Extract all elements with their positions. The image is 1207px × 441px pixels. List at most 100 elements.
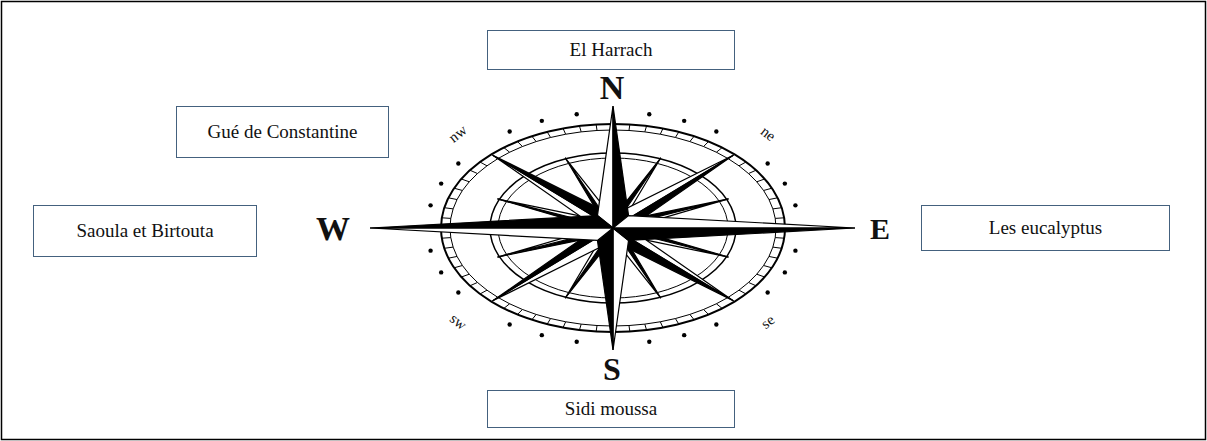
compass-rose-figure bbox=[370, 106, 855, 350]
compass-tick bbox=[579, 324, 581, 330]
compass-tick bbox=[690, 314, 694, 319]
compass-dot bbox=[540, 119, 544, 123]
compass-tick bbox=[470, 170, 477, 173]
compass-tick bbox=[480, 290, 487, 294]
compass-dot bbox=[507, 129, 511, 133]
intercardinal-label: se bbox=[757, 311, 779, 333]
compass-tick bbox=[628, 125, 630, 131]
cardinal-letter: E bbox=[868, 214, 892, 244]
compass-tick bbox=[773, 247, 782, 248]
compass-tick bbox=[444, 208, 453, 209]
place-name: El Harrach bbox=[570, 39, 653, 61]
compass-dot bbox=[793, 203, 797, 207]
compass-tick bbox=[757, 274, 765, 277]
compass-dot bbox=[765, 161, 769, 165]
compass-tick bbox=[769, 198, 778, 200]
compass-dot bbox=[765, 290, 769, 294]
cardinal-letter: W bbox=[314, 212, 352, 246]
compass-tick bbox=[448, 256, 457, 258]
star-point bbox=[597, 228, 613, 350]
compass-tick bbox=[454, 266, 462, 268]
compass-dot bbox=[647, 112, 651, 116]
compass-tick bbox=[454, 188, 462, 190]
compass-tick bbox=[547, 319, 550, 325]
compass-tick bbox=[675, 319, 678, 325]
compass-dot bbox=[647, 340, 651, 344]
compass-tick bbox=[547, 132, 550, 138]
compass-tick bbox=[749, 282, 756, 285]
star-point bbox=[370, 228, 613, 240]
compass-tick bbox=[579, 126, 581, 132]
compass-tick bbox=[448, 198, 457, 200]
compass-tick bbox=[660, 322, 663, 328]
compass-tick bbox=[563, 322, 566, 328]
star-point bbox=[597, 106, 613, 228]
cardinal-letter: S bbox=[601, 353, 623, 385]
compass-dot bbox=[439, 181, 443, 185]
compass-tick bbox=[504, 304, 510, 309]
compass-dot bbox=[540, 333, 544, 337]
place-name: Saoula et Birtouta bbox=[76, 220, 213, 242]
star-point bbox=[613, 106, 629, 228]
compass-tick bbox=[769, 256, 778, 258]
place-name: Sidi moussa bbox=[565, 398, 657, 420]
place-box: Gué de Constantine bbox=[176, 106, 389, 158]
place-name: Gué de Constantine bbox=[208, 121, 358, 143]
place-box: El Harrach bbox=[487, 30, 735, 70]
place-box: Sidi moussa bbox=[487, 390, 735, 428]
compass-tick bbox=[739, 162, 746, 166]
compass-tick bbox=[470, 282, 477, 285]
compass-tick bbox=[660, 128, 663, 134]
compass-tick bbox=[442, 217, 451, 219]
star-point bbox=[613, 216, 855, 228]
compass-tick bbox=[532, 314, 536, 319]
star-point bbox=[370, 216, 613, 228]
star-point bbox=[613, 228, 629, 350]
compass-dot bbox=[575, 112, 579, 116]
compass-tick bbox=[739, 290, 746, 294]
compass-dot bbox=[456, 161, 460, 165]
intercardinal-label: sw bbox=[445, 310, 471, 335]
compass-tick bbox=[704, 309, 709, 314]
compass-tick bbox=[675, 132, 678, 138]
compass-dot bbox=[456, 290, 460, 294]
compass-tick bbox=[461, 274, 469, 277]
compass-dot bbox=[783, 270, 787, 274]
compass-dot bbox=[793, 248, 797, 252]
compass-dot bbox=[682, 333, 686, 337]
compass-dot bbox=[682, 119, 686, 123]
compass-dot bbox=[783, 181, 787, 185]
compass-tick bbox=[442, 237, 451, 239]
compass-tick bbox=[628, 326, 630, 332]
compass-dot bbox=[428, 248, 432, 252]
cardinal-letter: N bbox=[598, 71, 627, 105]
star-point bbox=[613, 228, 855, 240]
compass-tick bbox=[563, 128, 566, 134]
place-box: Saoula et Birtouta bbox=[33, 205, 257, 257]
compass-dot bbox=[439, 270, 443, 274]
compass-tick bbox=[444, 247, 453, 248]
compass-tick bbox=[517, 142, 522, 147]
compass-dot bbox=[428, 203, 432, 207]
intercardinal-label: ne bbox=[756, 122, 780, 145]
compass-dot bbox=[575, 340, 579, 344]
compass-dot bbox=[507, 322, 511, 326]
compass-tick bbox=[749, 170, 756, 173]
place-box: Les eucalyptus bbox=[921, 205, 1170, 251]
intercardinal-label: nw bbox=[445, 121, 472, 147]
compass-tick bbox=[757, 179, 765, 182]
compass-dot bbox=[714, 322, 718, 326]
compass-tick bbox=[764, 188, 772, 190]
place-name: Les eucalyptus bbox=[989, 217, 1102, 239]
compass-tick bbox=[645, 126, 647, 132]
compass-tick bbox=[596, 326, 598, 332]
compass-tick bbox=[461, 179, 469, 182]
compass-tick bbox=[480, 162, 487, 166]
compass-tick bbox=[764, 266, 772, 268]
compass-tick bbox=[716, 148, 722, 153]
compass-tick bbox=[775, 217, 784, 219]
compass-tick bbox=[504, 148, 510, 153]
compass-tick bbox=[704, 142, 709, 147]
